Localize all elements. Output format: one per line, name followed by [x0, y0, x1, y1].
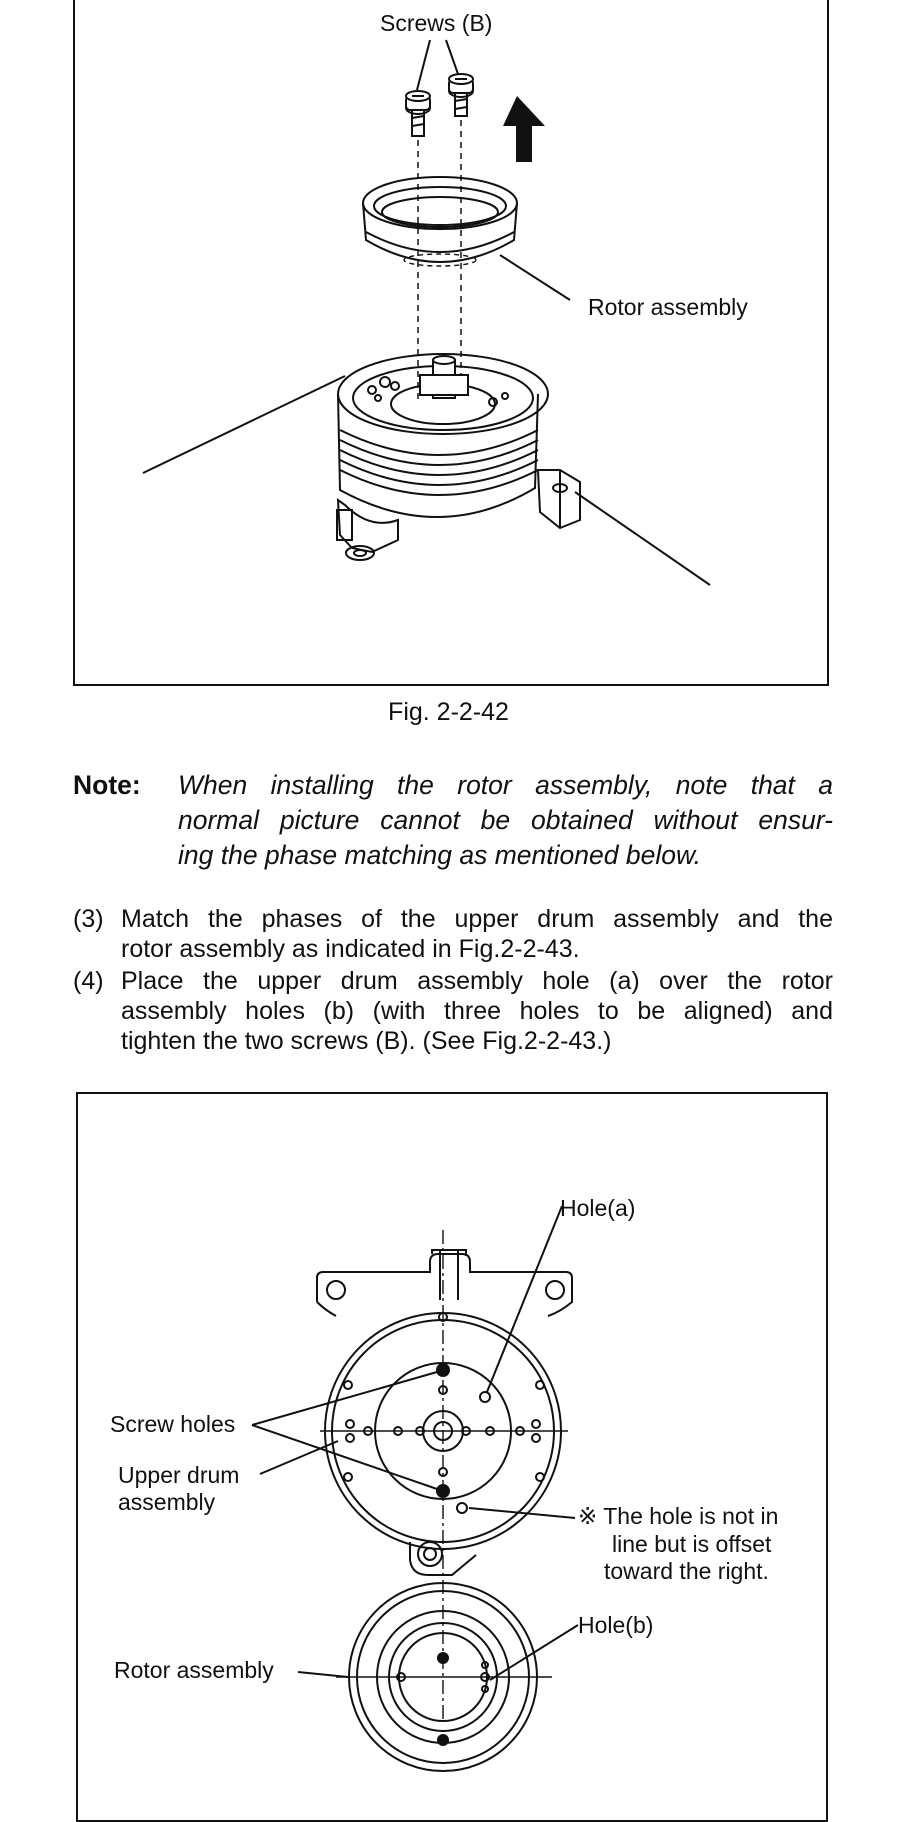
- screw-holes-label: Screw holes: [110, 1411, 236, 1437]
- note-block: Note: When installing the rotor assembly…: [73, 768, 833, 873]
- hole-b-label: Hole(b): [578, 1612, 654, 1638]
- hole-a-label: Hole(a): [560, 1195, 636, 1221]
- step-line: Match the phases of the upper drum assem…: [121, 905, 833, 933]
- offset-note-line2: line but is offset: [612, 1531, 772, 1557]
- step-line: tighten the two screws (B). (See Fig.2-2…: [121, 1027, 612, 1055]
- step-line: assembly holes (b) (with three holes to …: [121, 997, 833, 1025]
- procedure-steps: (3) Match the phases of the upper drum a…: [73, 904, 833, 1058]
- up-arrow-icon: [503, 96, 545, 162]
- rotor-assembly-ring: [362, 176, 518, 267]
- figure-2-2-43-frame: [76, 1092, 828, 1822]
- step-number: (4): [73, 967, 104, 995]
- rotor-removal-illustration: [142, 39, 711, 586]
- rotor-assembly-label: Rotor assembly: [588, 294, 748, 320]
- step-line: Place the upper drum assembly hole (a) o…: [121, 967, 833, 995]
- upper-drum-label-line1: Upper drum: [118, 1462, 240, 1488]
- figure-2-2-42-frame: [73, 0, 829, 686]
- note-line: normal picture cannot be obtained withou…: [178, 805, 833, 835]
- step-number: (3): [73, 905, 104, 933]
- step-3: (3) Match the phases of the upper drum a…: [73, 904, 833, 964]
- lower-drum-assembly: [336, 353, 581, 561]
- screw-b-right: [448, 73, 474, 117]
- screws-b-label: Screws (B): [380, 10, 493, 36]
- note-label: Note:: [73, 770, 141, 800]
- note-line: ing the phase matching as mentioned belo…: [178, 840, 701, 870]
- rotor-assembly-plan-label: Rotor assembly: [114, 1657, 274, 1683]
- offset-note-line1: ※ The hole is not in: [578, 1503, 779, 1529]
- note-line: When installing the rotor assembly, note…: [178, 770, 833, 800]
- upper-drum-label-line2: assembly: [118, 1489, 216, 1515]
- screw-b-left: [405, 90, 431, 137]
- offset-note-line3: toward the right.: [604, 1558, 769, 1584]
- note-text: When installing the rotor assembly, note…: [178, 768, 833, 873]
- step-4: (4) Place the upper drum assembly hole (…: [73, 966, 833, 1056]
- figure-caption: Fig. 2-2-42: [388, 698, 509, 726]
- step-line: rotor assembly as indicated in Fig.2-2-4…: [121, 935, 580, 963]
